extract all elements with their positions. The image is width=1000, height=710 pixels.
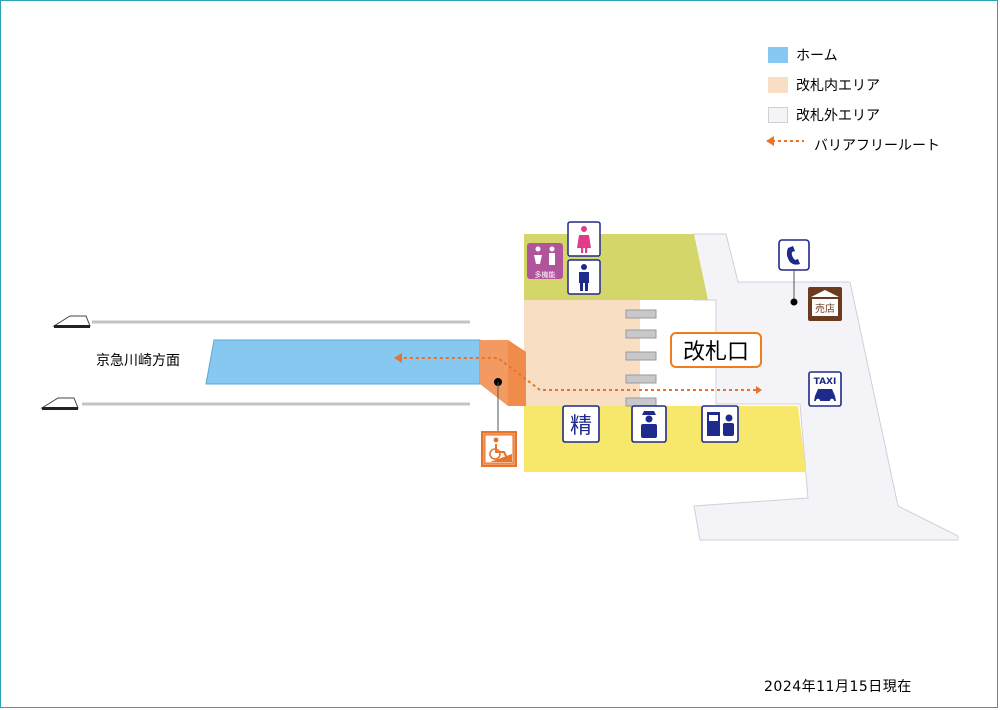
as-of-date: 2024年11月15日現在 (764, 679, 912, 695)
legend: ホーム 改札内エリア 改札外エリア バリアフリールート (768, 40, 940, 160)
legend-label: 改札内エリア (796, 78, 880, 94)
legend-barrier-free-arrow-icon (766, 136, 804, 146)
platform (205, 339, 481, 385)
legend-item-inside-gate: 改札内エリア (768, 70, 940, 100)
svg-text:多機能: 多機能 (535, 270, 556, 279)
male-toilet-icon[interactable] (567, 259, 601, 295)
station-attendant-icon[interactable] (631, 405, 667, 443)
wheelchair-elevator-icon[interactable] (481, 431, 517, 467)
inside-gate-area (524, 298, 640, 406)
legend-swatch-inside-gate (768, 77, 788, 93)
telephone-icon[interactable] (778, 239, 810, 271)
svg-text:売店: 売店 (815, 302, 835, 315)
legend-label: 改札外エリア (796, 108, 880, 124)
legend-swatch-platform (768, 47, 788, 63)
svg-text:精: 精 (570, 414, 592, 439)
train-direction-icon-top (52, 315, 91, 328)
legend-item-barrier-free: バリアフリールート (768, 130, 940, 160)
train-direction-icon-bottom (40, 397, 79, 410)
legend-swatch-outside-gate (768, 107, 788, 123)
multipurpose-toilet-icon[interactable]: 多機能 (527, 243, 563, 279)
barrier-free-route (400, 357, 756, 391)
taxi-icon[interactable]: TAXI (808, 371, 842, 407)
legend-item-platform: ホーム (768, 40, 940, 70)
fare-adjustment-icon[interactable]: 精 (562, 405, 600, 443)
legend-label: ホーム (796, 48, 838, 64)
female-toilet-icon[interactable] (567, 221, 601, 257)
destination-label: 京急川崎方面 (96, 353, 180, 369)
legend-item-outside-gate: 改札外エリア (768, 100, 940, 130)
svg-text:TAXI: TAXI (814, 377, 837, 387)
ticket-gates (625, 309, 657, 407)
ticket-gate-label: 改札口 (670, 332, 762, 368)
shop-icon[interactable]: 売店 (808, 287, 842, 321)
ticket-machine-icon[interactable] (701, 405, 739, 443)
legend-label: バリアフリールート (814, 138, 940, 154)
